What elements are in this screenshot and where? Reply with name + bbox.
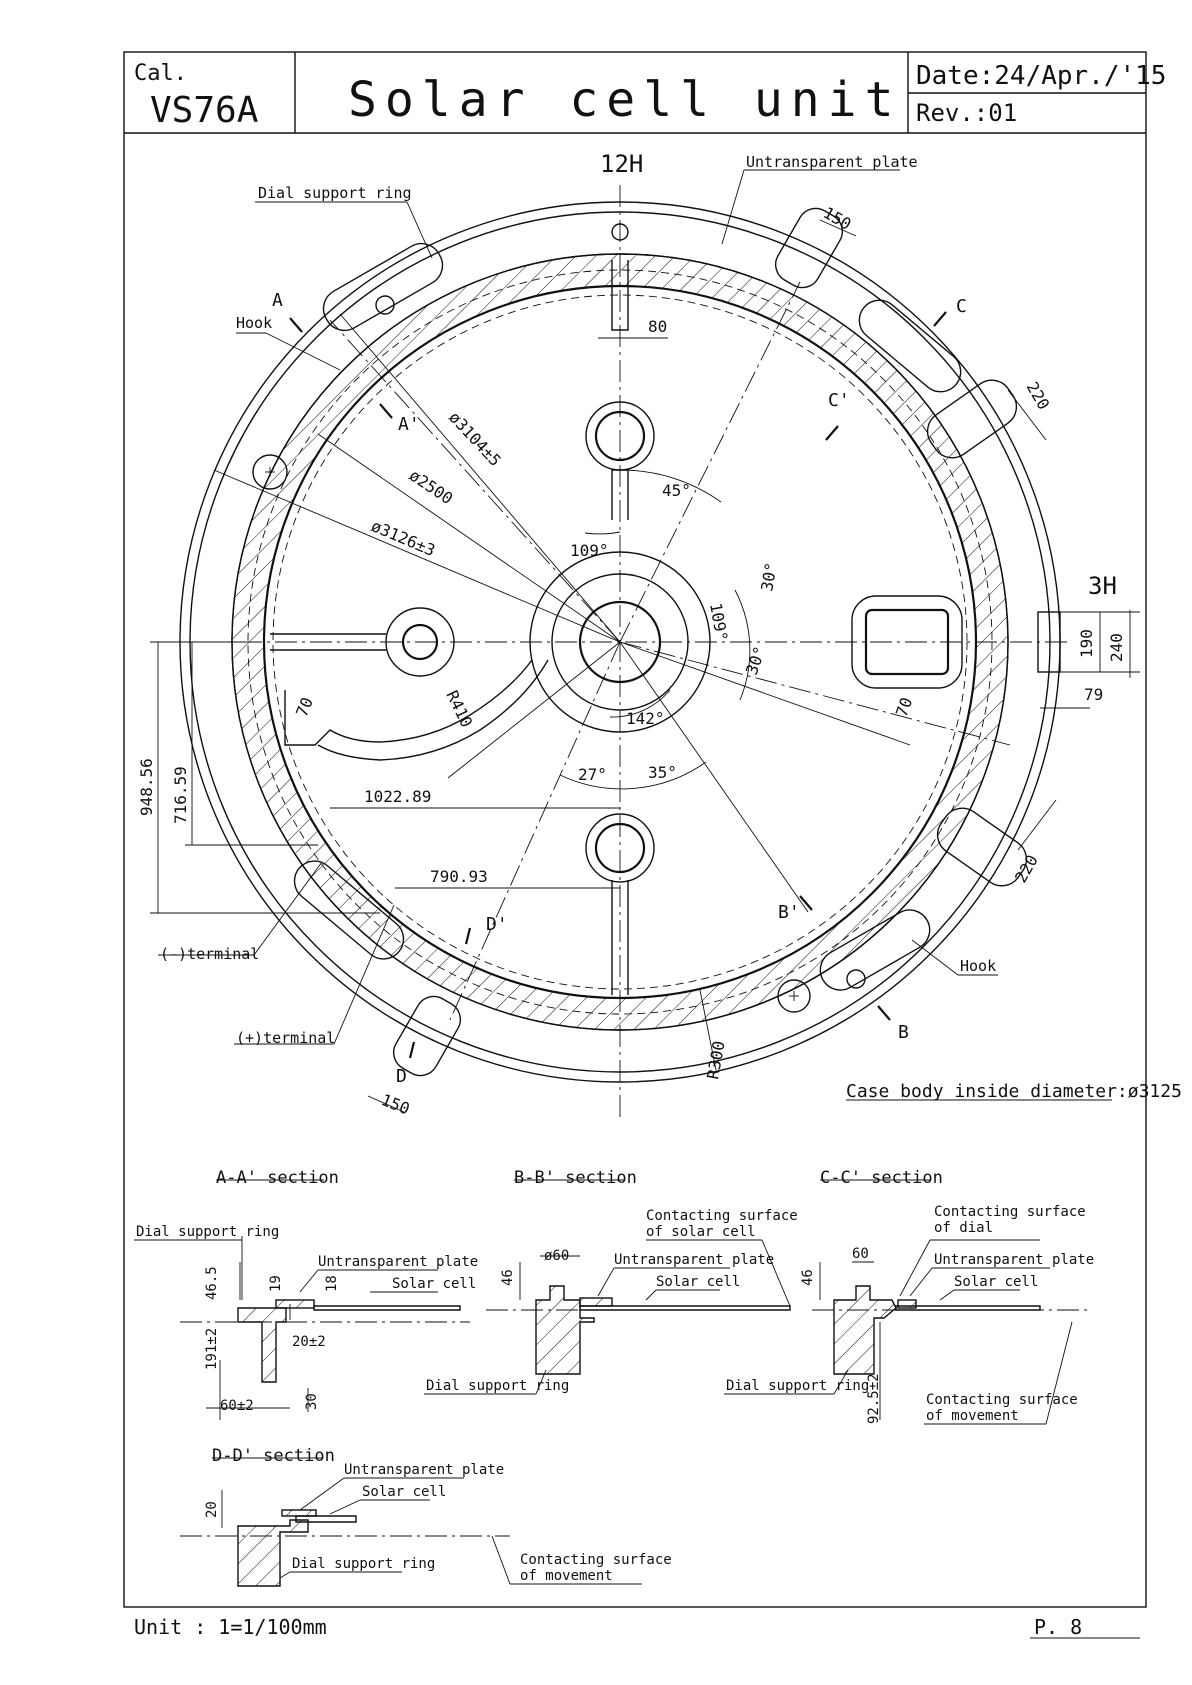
aa-dial-support-ring: Dial support ring xyxy=(136,1224,279,1240)
section-cut-markers xyxy=(289,311,947,1059)
callout-dial-support-ring: Dial support ring xyxy=(258,184,412,202)
bb-dim-60: ø60 xyxy=(544,1248,569,1264)
cc-dial-support-ring: Dial support ring xyxy=(726,1378,869,1394)
bb-contacting-solar-line1: Contacting surface xyxy=(646,1208,798,1224)
section-mark-d: D xyxy=(396,1066,407,1087)
cc-contacting-movement-line2: of movement xyxy=(926,1408,1019,1424)
cal-label: Cal. xyxy=(134,61,187,86)
aa-dim-46-5: 46.5 xyxy=(204,1266,220,1300)
cc-solar-cell: Solar cell xyxy=(954,1274,1038,1290)
aa-dim-30: 30 xyxy=(304,1393,320,1410)
section-dd-drawing xyxy=(180,1457,642,1587)
dim-240: 240 xyxy=(1107,633,1126,662)
revision-field: Rev.:01 xyxy=(916,99,1017,127)
angle-142: 142° xyxy=(626,709,665,728)
dd-untransparent-plate: Untransparent plate xyxy=(344,1462,504,1478)
label-12h: 12H xyxy=(600,150,643,178)
dim-220-top: 220 xyxy=(1023,379,1054,414)
callout-hook-right: Hook xyxy=(960,957,996,975)
bb-dial-support-ring: Dial support ring xyxy=(426,1378,569,1394)
bb-solar-cell: Solar cell xyxy=(656,1274,740,1290)
aa-untransparent-plate: Untransparent plate xyxy=(318,1254,478,1270)
aa-dim-191: 191±2 xyxy=(204,1328,220,1370)
section-aa-title: A-A' section xyxy=(216,1168,339,1188)
drawing-frame xyxy=(123,51,1147,1608)
dd-dim-20: 20 xyxy=(204,1501,220,1518)
callout-untransparent-plate: Untransparent plate xyxy=(746,153,918,171)
bb-untransparent-plate: Untransparent plate xyxy=(614,1252,774,1268)
cc-dim-60: 60 xyxy=(852,1246,869,1262)
page-number: P. 8 xyxy=(1034,1615,1082,1639)
section-mark-b: B xyxy=(898,1022,909,1043)
callout-hook-left: Hook xyxy=(236,314,272,332)
section-aa-drawing xyxy=(134,1179,470,1420)
case-inside-diameter: Case body inside diameter:ø3125 xyxy=(846,1081,1182,1102)
date-field: Date:24/Apr./'15 xyxy=(916,61,1166,91)
dim-716-59: 716.59 xyxy=(171,766,190,824)
dd-dial-support-ring: Dial support ring xyxy=(292,1556,435,1572)
cc-contacting-dial-line2: of dial xyxy=(934,1220,993,1236)
angle-109-left: 109° xyxy=(570,541,609,560)
bb-dim-46: 46 xyxy=(500,1269,516,1286)
cc-contacting-dial-line1: Contacting surface xyxy=(934,1204,1086,1220)
dim-790-93: 790.93 xyxy=(430,867,488,886)
aa-dim-19: 19 xyxy=(268,1275,284,1292)
section-bb-title: B-B' section xyxy=(514,1168,637,1188)
dim-150-top: 150 xyxy=(820,203,855,234)
angle-30-top: 30° xyxy=(757,561,781,593)
dim-80: 80 xyxy=(648,317,667,336)
callout-pos-terminal: (+)terminal xyxy=(236,1029,335,1047)
ring-tabs xyxy=(293,207,1061,1077)
section-mark-c: C xyxy=(956,296,967,317)
dim-190: 190 xyxy=(1077,629,1096,658)
dd-contacting-movement-line2: of movement xyxy=(520,1568,613,1584)
bb-contacting-solar-line2: of solar cell xyxy=(646,1224,756,1240)
cc-dim-92-5: 92.5±2 xyxy=(866,1373,882,1424)
cal-value: VS76A xyxy=(150,90,259,131)
section-mark-c-prime: C' xyxy=(828,390,850,411)
angle-45: 45° xyxy=(662,481,691,500)
callout-neg-terminal: (-)terminal xyxy=(160,945,259,963)
aa-dim-60: 60±2 xyxy=(220,1398,254,1414)
cc-dim-46: 46 xyxy=(800,1269,816,1286)
drawing-title: Solar cell unit xyxy=(348,72,901,128)
section-mark-b-prime: B' xyxy=(778,902,800,923)
dim-79: 79 xyxy=(1084,685,1103,704)
aa-solar-cell: Solar cell xyxy=(392,1276,476,1292)
dim-150-bottom: 150 xyxy=(379,1090,413,1118)
section-dd-title: D-D' section xyxy=(212,1446,335,1466)
angle-27: 27° xyxy=(578,765,607,784)
section-mark-d-prime: D' xyxy=(486,914,508,935)
cc-contacting-movement-line1: Contacting surface xyxy=(926,1392,1078,1408)
section-cc-title: C-C' section xyxy=(820,1168,943,1188)
section-mark-a-prime: A' xyxy=(398,414,420,435)
angle-35: 35° xyxy=(648,763,677,782)
dd-contacting-movement-line1: Contacting surface xyxy=(520,1552,672,1568)
dim-948-56: 948.56 xyxy=(137,758,156,816)
aa-dim-20: 20±2 xyxy=(292,1334,326,1350)
section-mark-a: A xyxy=(272,290,283,311)
dd-solar-cell: Solar cell xyxy=(362,1484,446,1500)
section-bb-drawing xyxy=(424,1179,791,1395)
radius-300: R300 xyxy=(703,1039,728,1080)
dim-1022-89: 1022.89 xyxy=(364,787,431,806)
plan-view xyxy=(150,169,1140,1120)
label-3h: 3H xyxy=(1088,572,1117,600)
cc-untransparent-plate: Untransparent plate xyxy=(934,1252,1094,1268)
unit-note: Unit : 1=1/100mm xyxy=(134,1615,327,1639)
section-cc-drawing xyxy=(724,1179,1090,1425)
aa-dim-18: 18 xyxy=(324,1275,340,1292)
